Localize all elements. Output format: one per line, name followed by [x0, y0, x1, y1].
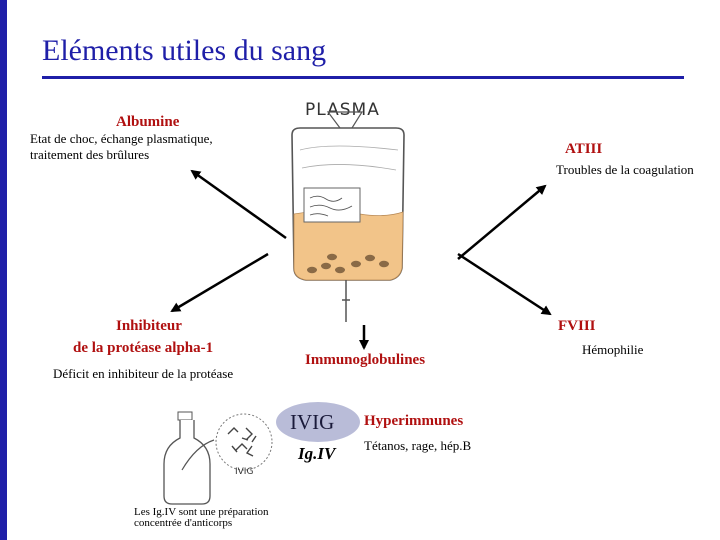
- vial-caption-line2: concentrée d'anticorps: [134, 517, 233, 529]
- bag-hanger: [326, 111, 364, 129]
- igiv-label: Ig.IV: [298, 444, 336, 463]
- arrow-atiii: [457, 184, 547, 260]
- bag-outlet-tube: [342, 280, 350, 322]
- bag-label: [303, 187, 361, 223]
- plasma-cell: [327, 253, 337, 261]
- fviii-label: FVIII: [558, 318, 596, 334]
- hyperimmunes-description: Tétanos, rage, hép.B: [364, 438, 472, 453]
- atiii-label: ATIII: [565, 141, 603, 157]
- ivig-badge: [276, 402, 360, 442]
- albumine-description-line2: traitement des brûlures: [30, 147, 150, 162]
- arrow-albumine: [190, 169, 287, 240]
- plasma-bag-header: PLASMA: [305, 100, 380, 120]
- plasma-cell: [365, 254, 375, 262]
- vial-illustration: IVIG: [163, 411, 273, 505]
- plasma-cell: [335, 266, 345, 274]
- vial-pointer: [181, 439, 215, 471]
- inhibiteur-label-line2: de la protéase alpha-1: [73, 340, 214, 356]
- inhibiteur-description: Déficit en inhibiteur de la protéase: [53, 366, 234, 381]
- albumine-description-line1: Etat de choc, échange plasmatique,: [30, 131, 213, 146]
- bag-label-scribbles: [309, 195, 353, 217]
- plasma-cell: [351, 260, 361, 268]
- slide-title: Eléments utiles du sang: [42, 34, 327, 67]
- plasma-cell: [379, 260, 389, 268]
- albumine-label: Albumine: [116, 114, 180, 130]
- ivig-badge-label: IVIG: [290, 410, 335, 434]
- immunoglobulines-label: Immunoglobulines: [305, 352, 426, 368]
- plasma-cell: [307, 266, 317, 274]
- vial-caption-line1: Les Ig.IV sont une préparation: [134, 506, 269, 518]
- arrow-fviii: [457, 252, 552, 316]
- plasma-bag-illustration: [291, 111, 405, 322]
- title-underline: [42, 76, 684, 79]
- vial-label: IVIG: [235, 467, 253, 477]
- atiii-description: Troubles de la coagulation: [556, 162, 694, 177]
- left-accent-bar: [0, 0, 7, 540]
- arrow-inhibiteur: [170, 252, 269, 313]
- fviii-description: Hémophilie: [582, 342, 644, 357]
- antibody-cluster: [215, 413, 273, 471]
- antibody-shapes: [227, 427, 257, 457]
- inhibiteur-label-line1: Inhibiteur: [116, 318, 182, 334]
- plasma-cell: [321, 262, 331, 270]
- hyperimmunes-label: Hyperimmunes: [364, 413, 464, 429]
- vial-cap: [177, 411, 193, 421]
- bag-folds: [299, 145, 399, 171]
